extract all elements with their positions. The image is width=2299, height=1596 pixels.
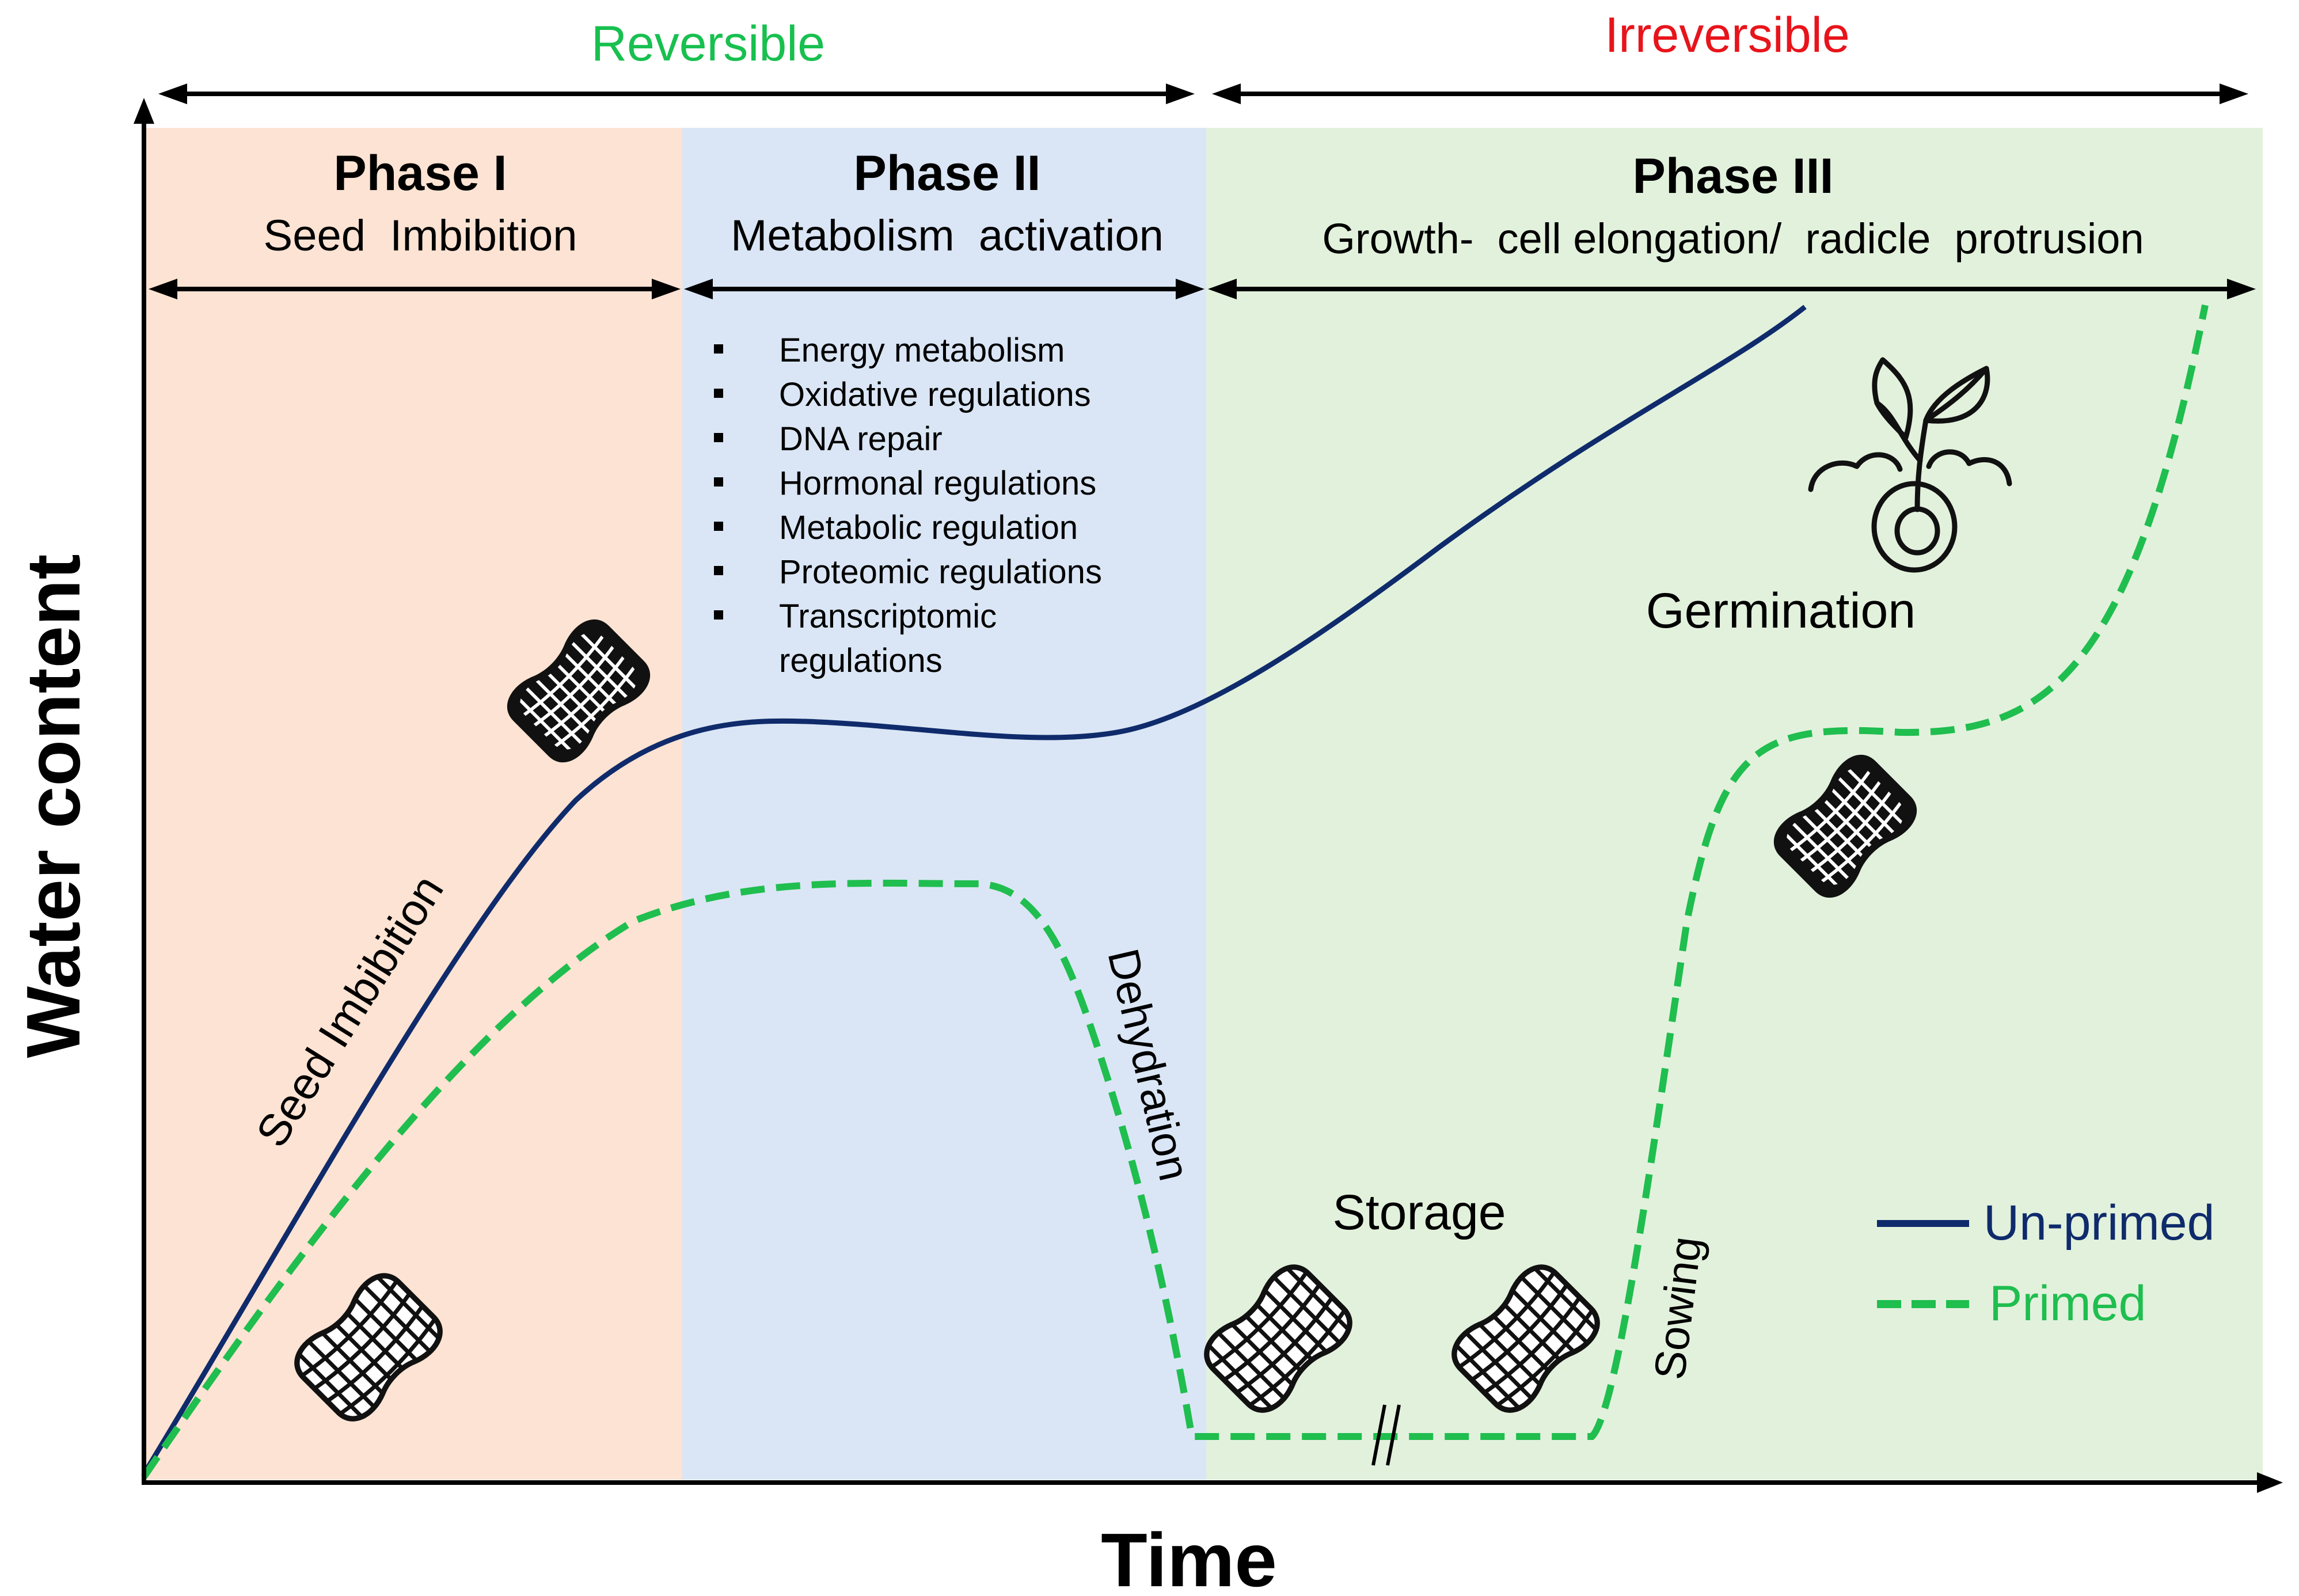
- germination-label: Germination: [1646, 583, 1916, 639]
- bullet-item: Oxidative regulations: [779, 376, 1091, 413]
- y-axis: [134, 98, 154, 1483]
- bullet-item: Hormonal regulations: [779, 465, 1096, 502]
- bullet-marker: [714, 610, 723, 620]
- x-axis: [142, 1472, 2283, 1493]
- bullet-item-continued: regulations: [779, 642, 943, 679]
- bullet-item: Proteomic regulations: [779, 553, 1102, 591]
- storage-break-mark: [1371, 1404, 1401, 1466]
- phase1-title: Phase I: [333, 146, 507, 201]
- phase3-span-arrow: [1208, 279, 2256, 299]
- legend-primed-label: Primed: [1989, 1276, 2146, 1331]
- phase2-subtitle: Metabolism activation: [731, 211, 1164, 260]
- bullet-marker: [714, 389, 723, 398]
- bullet-item: Energy metabolism: [779, 332, 1065, 369]
- irreversible-label: Irreversible: [1605, 7, 1849, 63]
- phase3-subtitle: Growth- cell elongation/ radicle protrus…: [1322, 215, 2144, 263]
- phase2-panel: [682, 128, 1206, 1480]
- phase2-title: Phase II: [853, 146, 1040, 201]
- bullet-item: Transcriptomic: [779, 598, 997, 635]
- irreversible-arrow: [1212, 83, 2248, 104]
- bullet-marker: [714, 344, 723, 354]
- unprimed-curve: [142, 305, 1807, 1476]
- seedling-icon: [1808, 357, 2012, 573]
- reversible-arrow: [158, 83, 1195, 104]
- phase2-span-arrow: [684, 279, 1204, 299]
- legend: Un-primed Primed: [1877, 1195, 2214, 1331]
- legend-unprimed-label: Un-primed: [1983, 1195, 2214, 1251]
- primed-curve: [141, 304, 2209, 1479]
- bullet-marker: [714, 433, 723, 442]
- x-axis-title: Time: [1101, 1518, 1277, 1596]
- bullet-marker: [714, 566, 723, 575]
- reversible-label: Reversible: [591, 16, 825, 71]
- bullet-marker: [714, 522, 723, 531]
- bullet-marker: [714, 477, 723, 487]
- phase3-title: Phase III: [1633, 149, 1834, 204]
- bullet-item: DNA repair: [779, 420, 943, 458]
- phase1-span-arrow: [149, 279, 681, 299]
- phase1-subtitle: Seed Imbibition: [264, 211, 577, 260]
- bullet-item: Metabolic regulation: [779, 509, 1078, 546]
- phase2-bullet-list: Energy metabolism Oxidative regulations …: [714, 332, 1102, 679]
- y-axis-title: Water content: [11, 554, 96, 1058]
- phase1-panel: [144, 128, 682, 1480]
- storage-label: Storage: [1332, 1185, 1506, 1240]
